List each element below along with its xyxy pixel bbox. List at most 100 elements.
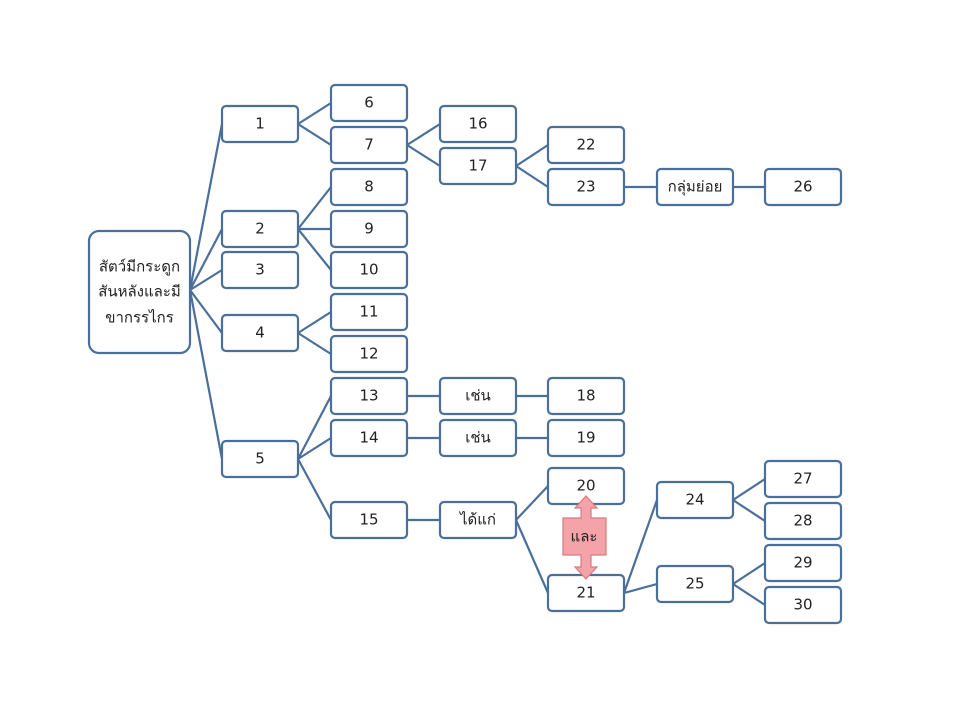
node-2-label: 2 — [255, 220, 265, 238]
node-example-14-label: เช่น — [465, 429, 491, 447]
node-26: 26 — [763, 167, 843, 207]
node-23-label: 23 — [576, 178, 595, 196]
node-18: 18 — [546, 376, 626, 416]
edge-17-22 — [515, 144, 549, 167]
node-25-label: 25 — [685, 575, 704, 593]
node-19-label: 19 — [576, 429, 595, 447]
node-30-label: 30 — [793, 596, 812, 614]
node-6-label: 6 — [364, 94, 374, 112]
node-21: 21 — [546, 573, 626, 613]
node-15: 15 — [329, 500, 409, 540]
node-17-label: 17 — [468, 157, 487, 175]
edge-1-6 — [297, 102, 332, 125]
node-16-label: 16 — [468, 115, 487, 133]
node-4-label: 4 — [255, 324, 265, 342]
edge-1-7 — [297, 123, 332, 146]
double-arrow-icon — [562, 495, 607, 580]
node-9-label: 9 — [364, 220, 374, 238]
edge-root-1 — [188, 123, 224, 291]
edge-5-13 — [297, 395, 332, 460]
node-includes-15: ได้แก่ — [438, 500, 518, 540]
node-7-label: 7 — [364, 136, 374, 154]
node-example-13: เช่น — [438, 376, 518, 416]
node-10-label: 10 — [359, 261, 378, 279]
node-23: 23 — [546, 167, 626, 207]
node-24: 24 — [655, 480, 735, 520]
node-example-14: เช่น — [438, 418, 518, 458]
edge-21-25 — [623, 582, 658, 595]
edge-2-10 — [297, 228, 332, 271]
node-22: 22 — [546, 125, 626, 165]
node-13-label: 13 — [359, 387, 378, 405]
node-22-label: 22 — [576, 136, 595, 154]
node-10: 10 — [329, 250, 409, 290]
edge-25-30 — [732, 583, 766, 606]
edge-includes-21 — [514, 519, 550, 594]
node-27: 27 — [763, 459, 843, 499]
edge-includes-20 — [515, 485, 549, 521]
node-8-label: 8 — [364, 178, 374, 196]
node-15-label: 15 — [359, 511, 378, 529]
node-12-label: 12 — [359, 345, 378, 363]
edge-25-29 — [732, 562, 766, 585]
node-27-label: 27 — [793, 470, 812, 488]
node-2: 2 — [220, 209, 300, 249]
edge-4-11 — [297, 311, 332, 334]
root-label-line2: สันหลังและมี — [98, 283, 181, 301]
node-subgroup-23-label: กลุ่มย่อย — [668, 178, 723, 197]
node-7: 7 — [329, 125, 409, 165]
node-5: 5 — [220, 439, 300, 479]
node-29: 29 — [763, 543, 843, 583]
node-28-label: 28 — [793, 512, 812, 530]
root-label-line1: สัตว์มีกระดูก — [99, 258, 180, 276]
node-16: 16 — [438, 104, 518, 144]
edge-7-16 — [406, 123, 441, 146]
edge-root-4 — [189, 289, 223, 334]
root-label-line3: ขากรรไกร — [105, 309, 174, 327]
node-5-label: 5 — [255, 450, 265, 468]
node-12: 12 — [329, 334, 409, 374]
node-20-label: 20 — [576, 477, 595, 495]
node-24-label: 24 — [685, 491, 704, 509]
node-18-label: 18 — [576, 387, 595, 405]
node-example-13-label: เช่น — [465, 387, 491, 405]
node-9: 9 — [329, 209, 409, 249]
edges — [188, 102, 766, 606]
node-includes-15-label: ได้แก่ — [459, 511, 496, 529]
connector-20-21: และ — [562, 495, 607, 580]
node-25: 25 — [655, 564, 735, 604]
edge-17-23 — [515, 165, 549, 188]
node-3-label: 3 — [255, 261, 265, 279]
edge-2-8 — [297, 186, 332, 230]
node-19: 19 — [546, 418, 626, 458]
node-4: 4 — [220, 313, 300, 353]
edge-5-14 — [297, 437, 332, 460]
edge-4-12 — [297, 332, 332, 355]
node-28: 28 — [763, 501, 843, 541]
connector-label: และ — [571, 528, 598, 546]
edge-24-27 — [732, 478, 766, 501]
node-subgroup-23: กลุ่มย่อย — [655, 167, 735, 207]
node-3: 3 — [220, 250, 300, 290]
node-14: 14 — [329, 418, 409, 458]
node-13: 13 — [329, 376, 409, 416]
node-root: สัตว์มีกระดูก สันหลังและมี ขากรรไกร — [87, 229, 192, 355]
node-17: 17 — [438, 146, 518, 186]
node-11: 11 — [329, 292, 409, 332]
edge-5-15 — [297, 458, 332, 521]
node-1-label: 1 — [255, 115, 265, 133]
node-29-label: 29 — [793, 554, 812, 572]
node-6: 6 — [329, 83, 409, 123]
edge-root-2 — [189, 228, 223, 291]
edge-root-5 — [188, 289, 224, 460]
edge-24-28 — [732, 499, 766, 522]
node-8: 8 — [329, 167, 409, 207]
node-1: 1 — [220, 104, 300, 144]
node-30: 30 — [763, 585, 843, 625]
node-21-label: 21 — [576, 584, 595, 602]
node-11-label: 11 — [359, 303, 378, 321]
node-26-label: 26 — [793, 178, 812, 196]
edge-root-3 — [189, 269, 223, 291]
edge-7-17 — [406, 144, 441, 167]
